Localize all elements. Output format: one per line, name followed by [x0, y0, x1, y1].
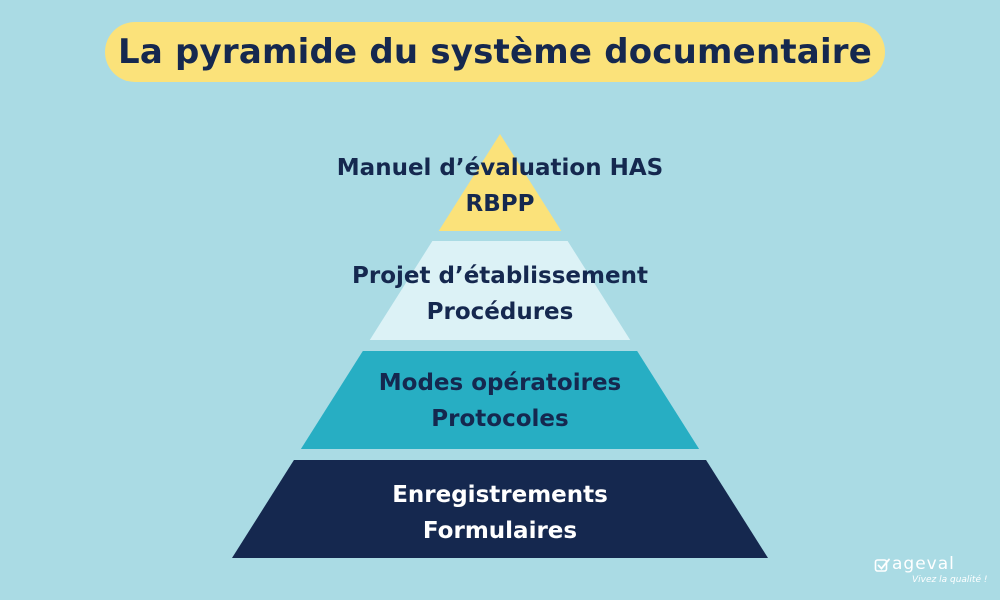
pyramid-level-1-shape: [438, 134, 562, 231]
level-4-line-2: Formulaires: [422, 518, 578, 544]
level-3-line-1: Modes opératoires: [378, 370, 622, 396]
logo-wordmark: ageval: [892, 554, 955, 574]
title-banner: La pyramide du système documentaire: [105, 22, 885, 82]
page-title: La pyramide du système documentaire: [117, 32, 873, 72]
pyramid-level-2-label: Projet d’établissement Procédures: [250, 258, 750, 330]
pyramid-level-2-shape: [369, 241, 631, 340]
pyramid-level-3-shape: [300, 351, 700, 449]
pyramid-level-3-label: Modes opératoires Protocoles: [250, 365, 750, 437]
level-4-line-1: Enregistrements: [392, 482, 608, 508]
level-3-line-2: Protocoles: [431, 406, 569, 432]
logo-tagline: Vivez la qualité !: [912, 575, 988, 585]
level-2-line-2: Procédures: [426, 299, 574, 325]
pyramid-level-1-label: Manuel d’évaluation HAS RBPP: [250, 150, 750, 222]
ageval-logo: ageval Vivez la qualité !: [874, 554, 988, 590]
pyramid-level-4-shape: [232, 460, 768, 558]
pyramid-level-4-label: Enregistrements Formulaires: [250, 477, 750, 549]
level-2-line-1: Projet d’établissement: [352, 263, 648, 289]
level-1-line-2: RBPP: [465, 191, 535, 217]
check-square-icon: [874, 558, 890, 572]
level-1-line-1: Manuel d’évaluation HAS: [336, 155, 664, 181]
